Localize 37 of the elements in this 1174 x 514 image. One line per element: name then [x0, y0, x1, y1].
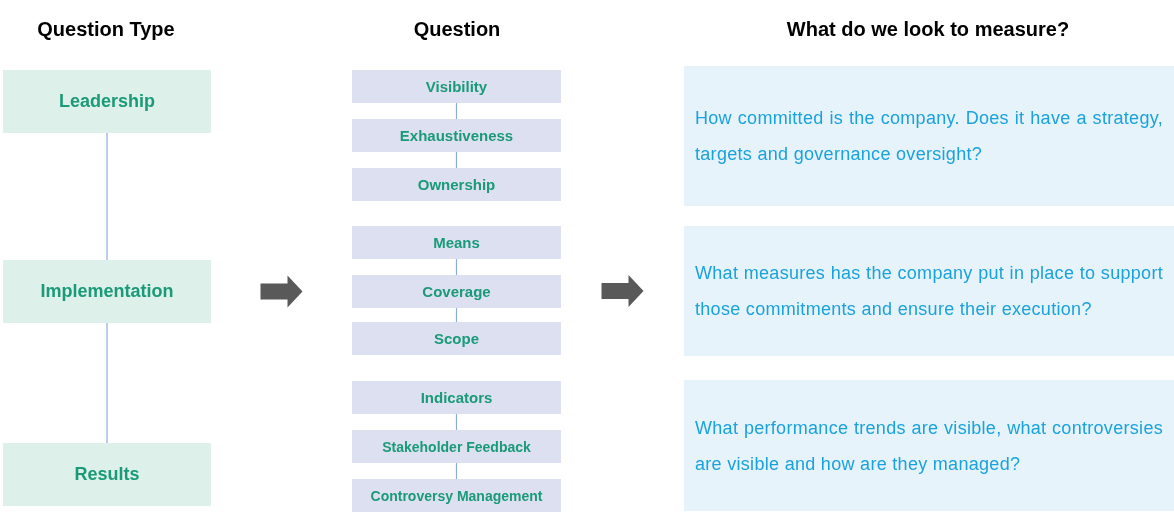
node-text: Coverage — [422, 283, 491, 300]
node-text: Exhaustiveness — [399, 127, 514, 144]
node-text: Ownership — [417, 176, 496, 193]
block-arrow — [260, 275, 303, 308]
node-text: What performance trends are visible, what controversies are visible and how are they managed? — [695, 416, 1163, 476]
question-box — [352, 275, 561, 308]
question-box — [352, 322, 561, 355]
block-arrow — [601, 275, 644, 307]
answer-box — [684, 66, 1174, 206]
node-text: Means — [433, 234, 480, 251]
node-text: Stakeholder Feedback — [382, 438, 531, 455]
answer-box — [684, 380, 1174, 511]
column-header: Question — [413, 18, 501, 41]
node-text: How committed is the company. Does it have a strategy, targets and governance oversight? — [695, 107, 1163, 166]
node-text: Results — [74, 464, 140, 485]
connector-line — [106, 132, 108, 261]
node-text: Visibility — [425, 78, 488, 95]
question-box — [352, 479, 561, 512]
question-box — [352, 381, 561, 414]
question-box — [352, 226, 561, 259]
question-type-box — [3, 260, 211, 323]
node-text: Indicators — [420, 389, 493, 406]
question-type-box — [3, 443, 211, 506]
node-text: Controversy Management — [370, 487, 543, 504]
column-header: Question Type — [37, 18, 175, 41]
node-text: Scope — [434, 330, 479, 347]
node-text: Leadership — [59, 91, 155, 112]
question-box — [352, 168, 561, 201]
question-box — [352, 119, 561, 152]
node-text: What measures has the company put in place to support those commitments and ensure their execution? — [695, 262, 1163, 321]
question-box — [352, 70, 561, 103]
answer-box — [684, 226, 1174, 356]
question-box — [352, 430, 561, 463]
question-type-box — [3, 70, 211, 133]
node-text: Implementation — [40, 281, 174, 302]
connector-line — [106, 322, 108, 444]
column-header: What do we look to measure? — [786, 18, 1070, 41]
